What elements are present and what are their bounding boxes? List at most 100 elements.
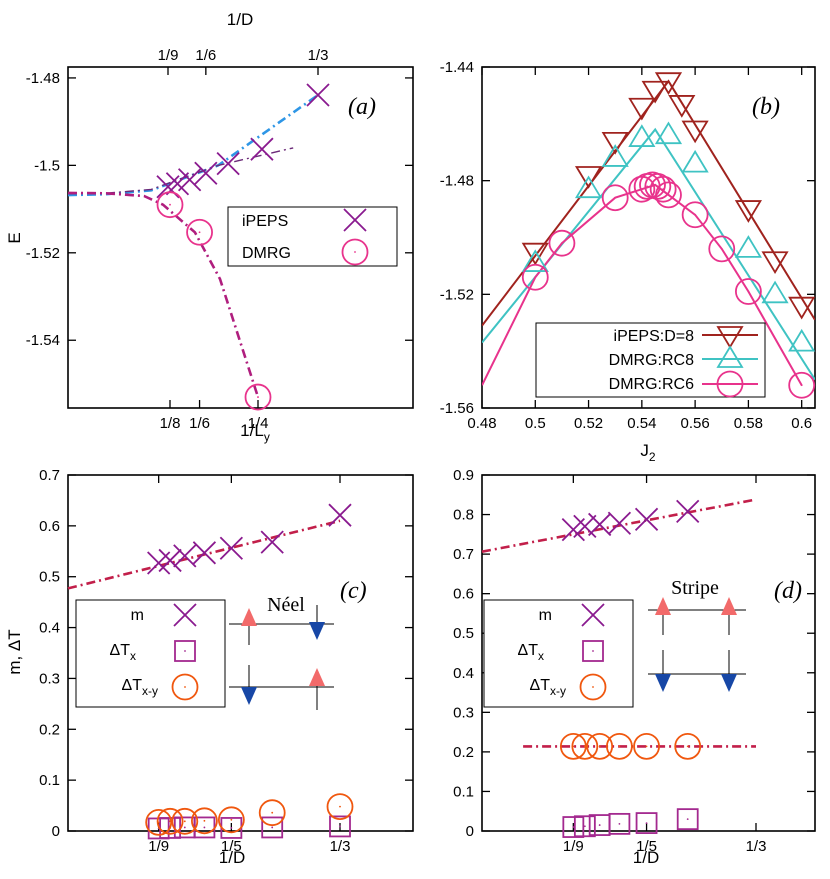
c-series0-point-3 xyxy=(192,541,217,565)
b-legend-marker-2-dot xyxy=(729,383,731,385)
d-series2-point-2-ring xyxy=(586,732,614,760)
legend-markers-d xyxy=(579,603,607,701)
b-ytick-label-0: -1.44 xyxy=(440,59,474,76)
neel-spin-top-left-head xyxy=(241,608,257,626)
a-dmrg-point-0-dot xyxy=(169,203,171,206)
legend-d: m ΔTx ΔTx-y xyxy=(483,599,634,708)
neel-inset: Néel xyxy=(229,594,334,710)
a-ytick-label-3: -1.54 xyxy=(26,332,60,349)
a-ipeps-point-5-stroke-2 xyxy=(250,137,274,161)
c-series2-point-6-dot xyxy=(339,805,341,808)
a-dmrg-point-1 xyxy=(186,218,213,246)
c-series2-point-2-dot xyxy=(183,820,186,823)
neel-spin-bottom-left-head xyxy=(241,687,257,705)
c-series1-point-5 xyxy=(261,816,284,839)
d-series1-point-3 xyxy=(608,812,631,835)
c-series2-point-0-ring xyxy=(145,808,173,836)
d-ytick-label-7: 0.7 xyxy=(453,546,474,563)
stripe-spin-bottom-right xyxy=(721,650,737,692)
d-series0-point-3 xyxy=(607,511,632,535)
d-ytick-label-5: 0.5 xyxy=(453,625,474,642)
d-series2-point-4-dot xyxy=(645,745,648,748)
fits-d xyxy=(481,498,757,748)
c-ytick-label-5: 0.5 xyxy=(39,569,60,586)
c-series0-point-1-stroke-2 xyxy=(158,548,182,573)
legend-markers-c xyxy=(171,603,199,701)
c-series2-point-2 xyxy=(171,807,199,835)
d-ytick-label-2: 0.2 xyxy=(453,744,474,761)
c-ytick-label-0: 0 xyxy=(52,823,60,840)
legend-box-c xyxy=(75,599,226,708)
neel-spin-bottom-left xyxy=(241,665,257,705)
b-series2-point-9 xyxy=(681,201,709,229)
d-series0-point-4-stroke-2 xyxy=(634,507,659,531)
panel-label-c: (c) xyxy=(340,578,367,604)
c-series1-point-6-dot xyxy=(339,825,341,828)
b-series0-point-5 xyxy=(654,72,683,95)
b-series2-point-10-ring xyxy=(708,235,736,263)
d-series1-point-3-box xyxy=(608,812,631,835)
stripe-spin-top-left xyxy=(655,597,671,635)
c-series0-point-2-stroke-2 xyxy=(173,544,197,568)
b-series2-point-10-dot xyxy=(720,247,723,250)
b-series0-point-6 xyxy=(668,95,696,118)
a-dmrg-point-1-ring xyxy=(186,218,213,246)
c-legend-marker-dtxy xyxy=(171,673,199,701)
legend-c: m ΔTx ΔTx-y xyxy=(75,599,226,708)
c-series0-point-5 xyxy=(260,530,284,554)
b-series0-point-9 xyxy=(761,251,789,274)
c-series1-point-2-dot xyxy=(183,826,186,829)
b-series2-point-9-ring xyxy=(681,201,709,229)
d-series1-point-0-box xyxy=(562,816,585,838)
b-series1-point-4 xyxy=(654,121,683,145)
d-series1-point-2 xyxy=(588,814,611,836)
x-axis-label-a: 1/Ly xyxy=(240,421,270,444)
c-ytick-label-2: 0.2 xyxy=(39,721,60,738)
d-series0-point-1-stroke-2 xyxy=(573,514,597,539)
d-series1-point-0-dot xyxy=(572,826,575,828)
a-ipeps-point-5 xyxy=(250,137,274,161)
c-legend-marker-dtxy-ring xyxy=(171,673,199,701)
legend-label-ipeps: iPEPS xyxy=(242,213,288,230)
b-series2-point-7-ring xyxy=(649,175,677,203)
b-series2-point-0-dot xyxy=(534,276,537,279)
c-series2-point-5-dot xyxy=(271,811,274,814)
b-xtick-label-3: 0.54 xyxy=(627,415,656,432)
c-series2-point-5-ring xyxy=(258,799,286,827)
d-series2-point-2 xyxy=(586,732,614,760)
c-series2-point-6-ring xyxy=(326,793,354,820)
a-fit-ipeps xyxy=(67,93,319,197)
d-series1-point-1-dot xyxy=(583,825,586,828)
a-xtick-bottom-label-2: 1/4 xyxy=(248,415,269,432)
c-xtick-label-1: 1/5 xyxy=(221,838,242,855)
stripe-spin-top-right xyxy=(721,597,737,635)
a-legend-marker-ipeps xyxy=(343,208,367,232)
d-ytick-label-3: 0.3 xyxy=(453,704,474,721)
a-dmrg-point-1-dot xyxy=(198,231,201,234)
a-dmrg-point-2 xyxy=(244,383,272,411)
d-legend-marker-dtxy-ring xyxy=(579,673,607,701)
c-ytick-label-3: 0.3 xyxy=(39,670,60,687)
d-ytick-label-9: 0.9 xyxy=(453,467,474,484)
b-series2-point-8-dot xyxy=(667,193,670,196)
panel-label-b: (b) xyxy=(752,94,780,120)
legend-label-m-c: m xyxy=(131,607,144,624)
stripe-spin-bottom-left-head xyxy=(655,674,671,692)
a-dmrg-point-0 xyxy=(156,191,184,219)
neel-spins xyxy=(241,605,325,710)
a-dmrg-point-0-ring xyxy=(156,191,184,219)
b-series0-point-7 xyxy=(681,120,709,144)
a-ipeps-point-6 xyxy=(306,83,330,107)
d-series2-point-5 xyxy=(674,732,702,760)
c-series1-point-6 xyxy=(329,815,351,838)
b-series0-point-3 xyxy=(628,97,656,121)
d-ytick-label-1: 0.1 xyxy=(453,783,474,800)
legend-label-dmrg-rc8: DMRG:RC8 xyxy=(609,352,694,369)
d-xtick-label-2: 1/3 xyxy=(746,838,767,855)
a-dmrg-point-2-dot xyxy=(257,396,259,398)
d-series2-point-5-dot xyxy=(686,745,689,748)
